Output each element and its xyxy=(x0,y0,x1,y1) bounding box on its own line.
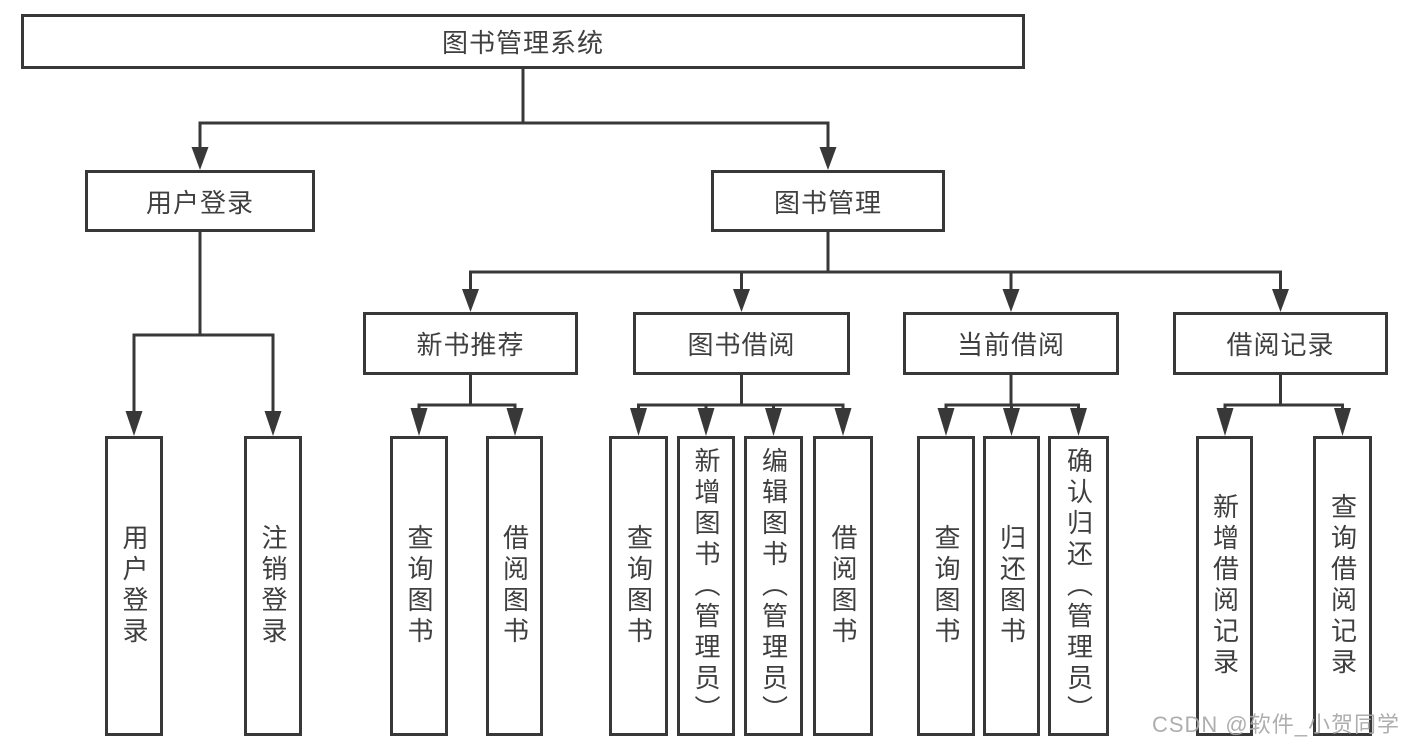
node-borrow-records: 借阅记录 xyxy=(1173,312,1388,375)
leaf-borrow-books-label: 借阅图书 xyxy=(828,524,858,648)
leaf-query-borrow-record: 查询借阅记录 xyxy=(1313,436,1372,736)
leaf-confirm-return-admin-label: 确认归还（管理员） xyxy=(1063,446,1094,726)
leaf-query-borrow-record-label: 查询借阅记录 xyxy=(1327,493,1358,679)
node-book-management-label: 图书管理 xyxy=(773,187,882,218)
leaf-borrow-books-recommend: 借阅图书 xyxy=(486,436,543,736)
connector-borrow-records xyxy=(1216,374,1351,436)
connector-current-borrow xyxy=(937,374,1087,436)
leaf-borrow-books: 借阅图书 xyxy=(813,436,873,736)
leaf-add-book-admin: 新增图书（管理员） xyxy=(677,436,735,736)
leaf-query-books-current: 查询图书 xyxy=(917,436,975,736)
node-book-borrow-label: 图书借阅 xyxy=(687,330,796,360)
leaf-logout-label: 注销登录 xyxy=(258,524,288,648)
leaf-user-login-label: 用户登录 xyxy=(119,524,149,648)
node-new-book-recommend: 新书推荐 xyxy=(363,312,578,375)
leaf-add-book-admin-label: 新增图书（管理员） xyxy=(691,446,721,726)
leaf-query-books-borrow: 查询图书 xyxy=(609,436,668,736)
connector-book-borrow xyxy=(630,374,852,436)
leaf-logout: 注销登录 xyxy=(244,436,302,736)
node-root-label: 图书管理系统 xyxy=(441,28,604,58)
node-root: 图书管理系统 xyxy=(21,14,1025,69)
connector-user-login xyxy=(125,231,282,436)
node-borrow-records-label: 借阅记录 xyxy=(1226,330,1335,360)
leaf-return-books: 归还图书 xyxy=(983,436,1040,736)
node-new-book-recommend-label: 新书推荐 xyxy=(416,330,525,360)
leaf-add-borrow-record-label: 新增借阅记录 xyxy=(1209,493,1240,679)
leaf-return-books-label: 归还图书 xyxy=(996,524,1027,648)
node-current-borrow-label: 当前借阅 xyxy=(956,330,1065,360)
leaf-confirm-return-admin: 确认归还（管理员） xyxy=(1048,436,1109,736)
leaf-query-books-recommend: 查询图书 xyxy=(390,436,448,736)
leaf-borrow-books-recommend-label: 借阅图书 xyxy=(499,524,530,648)
node-current-borrow: 当前借阅 xyxy=(903,312,1119,375)
leaf-add-borrow-record: 新增借阅记录 xyxy=(1196,436,1253,736)
watermark: CSDN @软件_小贺同学 xyxy=(1151,712,1400,737)
leaf-query-books-borrow-label: 查询图书 xyxy=(623,524,654,648)
connector-root xyxy=(191,66,837,170)
node-user-login: 用户登录 xyxy=(85,170,315,232)
leaf-query-books-current-label: 查询图书 xyxy=(931,524,961,648)
connector-new-book-recommend xyxy=(410,374,524,436)
node-user-login-label: 用户登录 xyxy=(145,187,254,218)
leaf-query-books-recommend-label: 查询图书 xyxy=(404,524,434,648)
leaf-user-login: 用户登录 xyxy=(105,436,163,736)
node-book-management: 图书管理 xyxy=(711,170,945,232)
node-book-borrow: 图书借阅 xyxy=(633,312,850,375)
connector-book-management xyxy=(462,231,1289,312)
leaf-edit-book-admin-label: 编辑图书（管理员） xyxy=(758,446,789,726)
leaf-edit-book-admin: 编辑图书（管理员） xyxy=(744,436,803,736)
